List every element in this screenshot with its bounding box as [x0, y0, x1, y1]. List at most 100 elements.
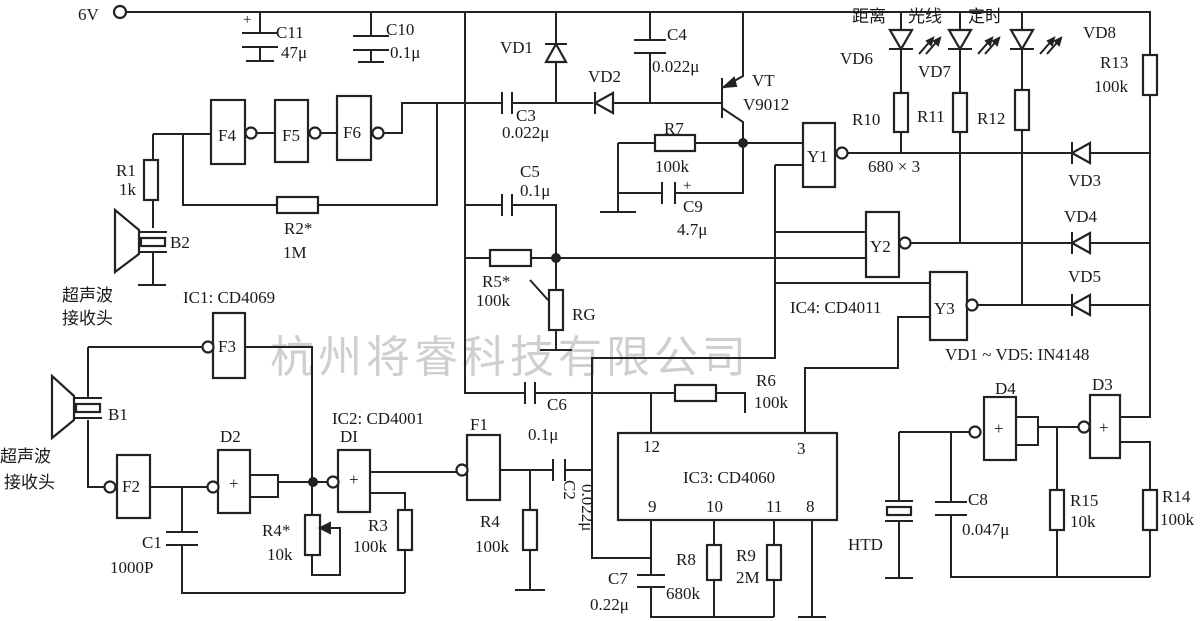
c7-value: 0.22μ [590, 595, 629, 614]
vd3-diode-icon [1069, 141, 1092, 165]
c10-label: C10 [386, 20, 414, 39]
y3-gate [928, 270, 969, 342]
vd8-diode-icon [1009, 28, 1035, 52]
rg-label: RG [572, 305, 596, 324]
c11-label: C11 [276, 23, 304, 42]
inverter-bubble [835, 146, 849, 160]
r15-resistor [1048, 488, 1066, 532]
r13-value: 100k [1094, 77, 1129, 96]
inverter-bubble [898, 236, 912, 250]
wire [87, 420, 105, 488]
wire [245, 346, 313, 515]
r2-resistor [275, 195, 320, 215]
junction-dot [308, 477, 318, 487]
r10-resistor [892, 91, 910, 134]
inverter-bubble [965, 298, 979, 312]
ic3-label: IC3: CD4060 [683, 468, 775, 487]
b1-crystal [74, 402, 102, 414]
inverter-bubble [201, 340, 215, 354]
d1-plus: + [349, 470, 359, 489]
r6-resistor [673, 383, 718, 403]
vd2-diode-icon [592, 91, 615, 115]
f4-label: F4 [218, 126, 236, 145]
vd8-label: VD8 [1083, 23, 1116, 42]
c2-label: C2 [560, 480, 579, 500]
b2-crystal [139, 236, 167, 248]
c5-label: C5 [520, 162, 540, 181]
ic4-label: IC4: CD4011 [790, 298, 881, 317]
inverter-bubble [244, 126, 258, 140]
vd2-label: VD2 [588, 67, 621, 86]
r4p-value: 10k [267, 545, 293, 564]
d4-label: D4 [995, 379, 1016, 398]
junction-dot [738, 138, 748, 148]
d2-gate [216, 448, 252, 515]
r4-resistor [521, 508, 539, 552]
wires [87, 11, 1151, 618]
r3-value: 100k [353, 537, 388, 556]
r7-value: 100k [655, 157, 690, 176]
y1-label: Y1 [807, 147, 828, 166]
c11-value: 47μ [281, 43, 307, 62]
wire [650, 587, 774, 618]
r3-label: R3 [368, 516, 388, 535]
wire [950, 515, 1150, 578]
vd1-diode-icon [544, 41, 568, 64]
wire [675, 107, 744, 194]
supply-terminal [112, 4, 128, 20]
supply-label: 6V [78, 5, 100, 24]
r5-value: 100k [476, 291, 511, 310]
inverter-bubble [371, 126, 385, 140]
r9-value: 2M [736, 568, 760, 587]
arrow-head [925, 36, 935, 47]
b2-caption-2: 接收头 [62, 309, 113, 328]
wire [126, 11, 1151, 418]
ic3-pin-11: 11 [766, 497, 782, 516]
d4-gate [982, 395, 1018, 462]
htd-crystal [885, 505, 913, 517]
r6-label: R6 [756, 371, 776, 390]
d4-plus: + [994, 419, 1004, 438]
diodes-note: VD1 ~ VD5: IN4148 [945, 345, 1089, 364]
vd4-label: VD4 [1064, 207, 1098, 226]
vd3-label: VD3 [1068, 171, 1101, 190]
f6-gate [335, 94, 373, 162]
r15-value: 10k [1070, 512, 1096, 531]
arrow-head [932, 36, 942, 47]
vt-label: VT [752, 71, 775, 90]
vd7-diode-icon [947, 28, 973, 52]
b2-label: B2 [170, 233, 190, 252]
wire [1016, 416, 1039, 446]
y3-label: Y3 [934, 299, 955, 318]
inverter-bubble [968, 425, 982, 439]
ic3-pin-10: 10 [706, 497, 723, 516]
y1-gate [801, 121, 837, 189]
r7-label: R7 [664, 119, 684, 138]
r1-resistor [142, 158, 160, 202]
r5-label: R5* [482, 272, 510, 291]
r1-label: R1 [116, 161, 136, 180]
wire [384, 102, 502, 134]
ic2-label: IC2: CD4001 [332, 409, 424, 428]
r9-label: R9 [736, 546, 756, 565]
wire [512, 204, 557, 290]
wire [721, 12, 744, 89]
r7-resistor [653, 133, 697, 153]
vd6-diode-icon [888, 28, 914, 52]
r2-value: 1M [283, 243, 307, 262]
r6-value: 100k [754, 393, 789, 412]
wire [1120, 441, 1151, 490]
inverter-bubble [103, 480, 117, 494]
r12-label: R12 [977, 109, 1005, 128]
c6-label: C6 [547, 395, 567, 414]
r15-label: R15 [1070, 491, 1098, 510]
r11-resistor [951, 91, 969, 134]
d3-gate [1088, 393, 1122, 460]
junction-dot [551, 253, 561, 263]
r8-label: R8 [676, 550, 696, 569]
r12-resistor [1013, 88, 1031, 132]
c9-polarity: + [683, 178, 691, 194]
components [50, 4, 1159, 618]
r4p-label: R4* [262, 521, 290, 540]
vt-emitter-arrow [721, 76, 738, 89]
